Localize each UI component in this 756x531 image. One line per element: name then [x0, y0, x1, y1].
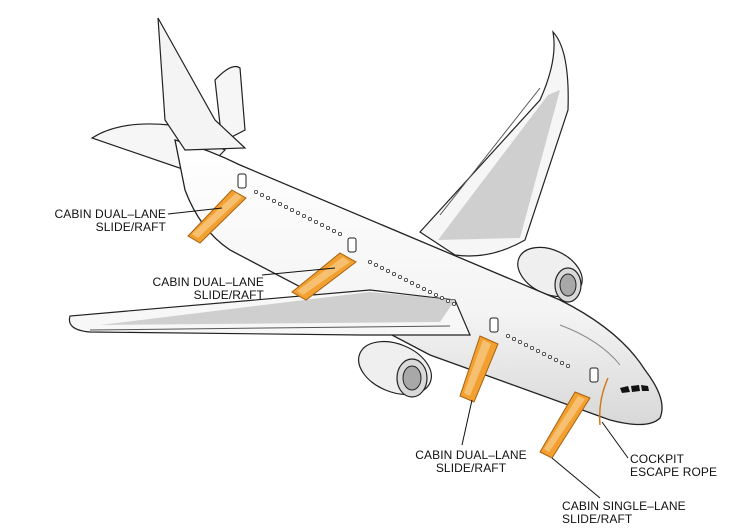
label-overwing-line1: CABIN DUAL–LANE: [152, 275, 264, 289]
label-cockpit-escape-rope: COCKPIT ESCAPE ROPE: [630, 453, 740, 479]
cabin-doors: [237, 173, 599, 383]
overwing-slide-raft: [291, 252, 357, 301]
cockpit-escape-rope: [598, 377, 609, 426]
cabin-windows: [253, 189, 571, 368]
cockpit-windows: [620, 385, 649, 393]
fuselage: [174, 139, 663, 426]
right-engine: [517, 246, 583, 303]
label-mid-slide-raft: CABIN DUAL–LANE SLIDE/RAFT: [405, 449, 537, 475]
label-overwing-slide-raft: CABIN DUAL–LANE SLIDE/RAFT: [134, 276, 264, 302]
label-front-slide-raft: CABIN SINGLE–LANE SLIDE/RAFT: [562, 500, 712, 526]
label-front-line2: SLIDE/RAFT: [562, 512, 633, 526]
right-wing: [419, 30, 569, 257]
rear-slide-raft: [187, 189, 247, 244]
label-rear-line1: CABIN DUAL–LANE: [54, 207, 166, 221]
label-mid-line2: SLIDE/RAFT: [435, 461, 507, 475]
label-overwing-line2: SLIDE/RAFT: [193, 288, 264, 302]
mid-slide-raft: [459, 335, 499, 403]
leader-lines: [167, 207, 629, 499]
left-engine: [358, 340, 432, 398]
label-rope-line2: ESCAPE ROPE: [630, 465, 718, 479]
label-rope-line1: COCKPIT: [630, 452, 685, 466]
label-rear-slide-raft: CABIN DUAL–LANE SLIDE/RAFT: [36, 208, 166, 234]
label-rear-line2: SLIDE/RAFT: [95, 220, 166, 234]
label-mid-line1: CABIN DUAL–LANE: [415, 448, 527, 462]
vertical-tail: [157, 17, 247, 151]
left-wing: [68, 289, 471, 336]
label-front-line1: CABIN SINGLE–LANE: [562, 499, 686, 513]
